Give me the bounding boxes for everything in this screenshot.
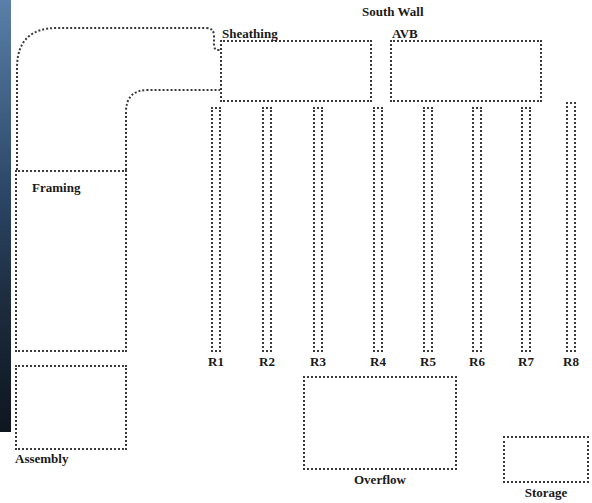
area-label: Assembly: [15, 451, 68, 466]
area-box: Storage: [503, 436, 589, 483]
path-connector: [126, 90, 220, 170]
area-box: Sheathing: [220, 40, 372, 102]
area-label: R6: [469, 354, 485, 369]
photo-strip: [0, 0, 11, 432]
area-label: AVB: [392, 26, 418, 41]
area-label: Storage: [525, 485, 568, 500]
wall-label: South Wall: [362, 4, 424, 19]
area-box: Overflow: [303, 376, 457, 470]
area-label: R3: [310, 354, 326, 369]
area-box: R7: [521, 107, 531, 352]
area-label: Framing: [32, 180, 80, 195]
area-box: R2: [262, 107, 272, 352]
area-box: R5: [423, 107, 433, 352]
area-label: R1: [208, 354, 224, 369]
area-box: AVB: [390, 40, 542, 102]
area-box: R3: [313, 107, 323, 352]
area-box: R6: [472, 107, 482, 352]
area-label: R8: [563, 354, 579, 369]
area-box: Framing: [15, 170, 127, 352]
area-label: R4: [370, 354, 386, 369]
area-label: R7: [518, 354, 534, 369]
area-label: R2: [259, 354, 275, 369]
area-label: Sheathing: [222, 26, 278, 41]
area-label: Overflow: [354, 472, 406, 487]
area-box: Assembly: [15, 365, 127, 450]
area-box: R4: [373, 107, 383, 352]
area-box: R1: [211, 107, 221, 352]
area-label: R5: [420, 354, 436, 369]
area-box: R8: [566, 102, 576, 352]
path-connector: [17, 28, 220, 170]
